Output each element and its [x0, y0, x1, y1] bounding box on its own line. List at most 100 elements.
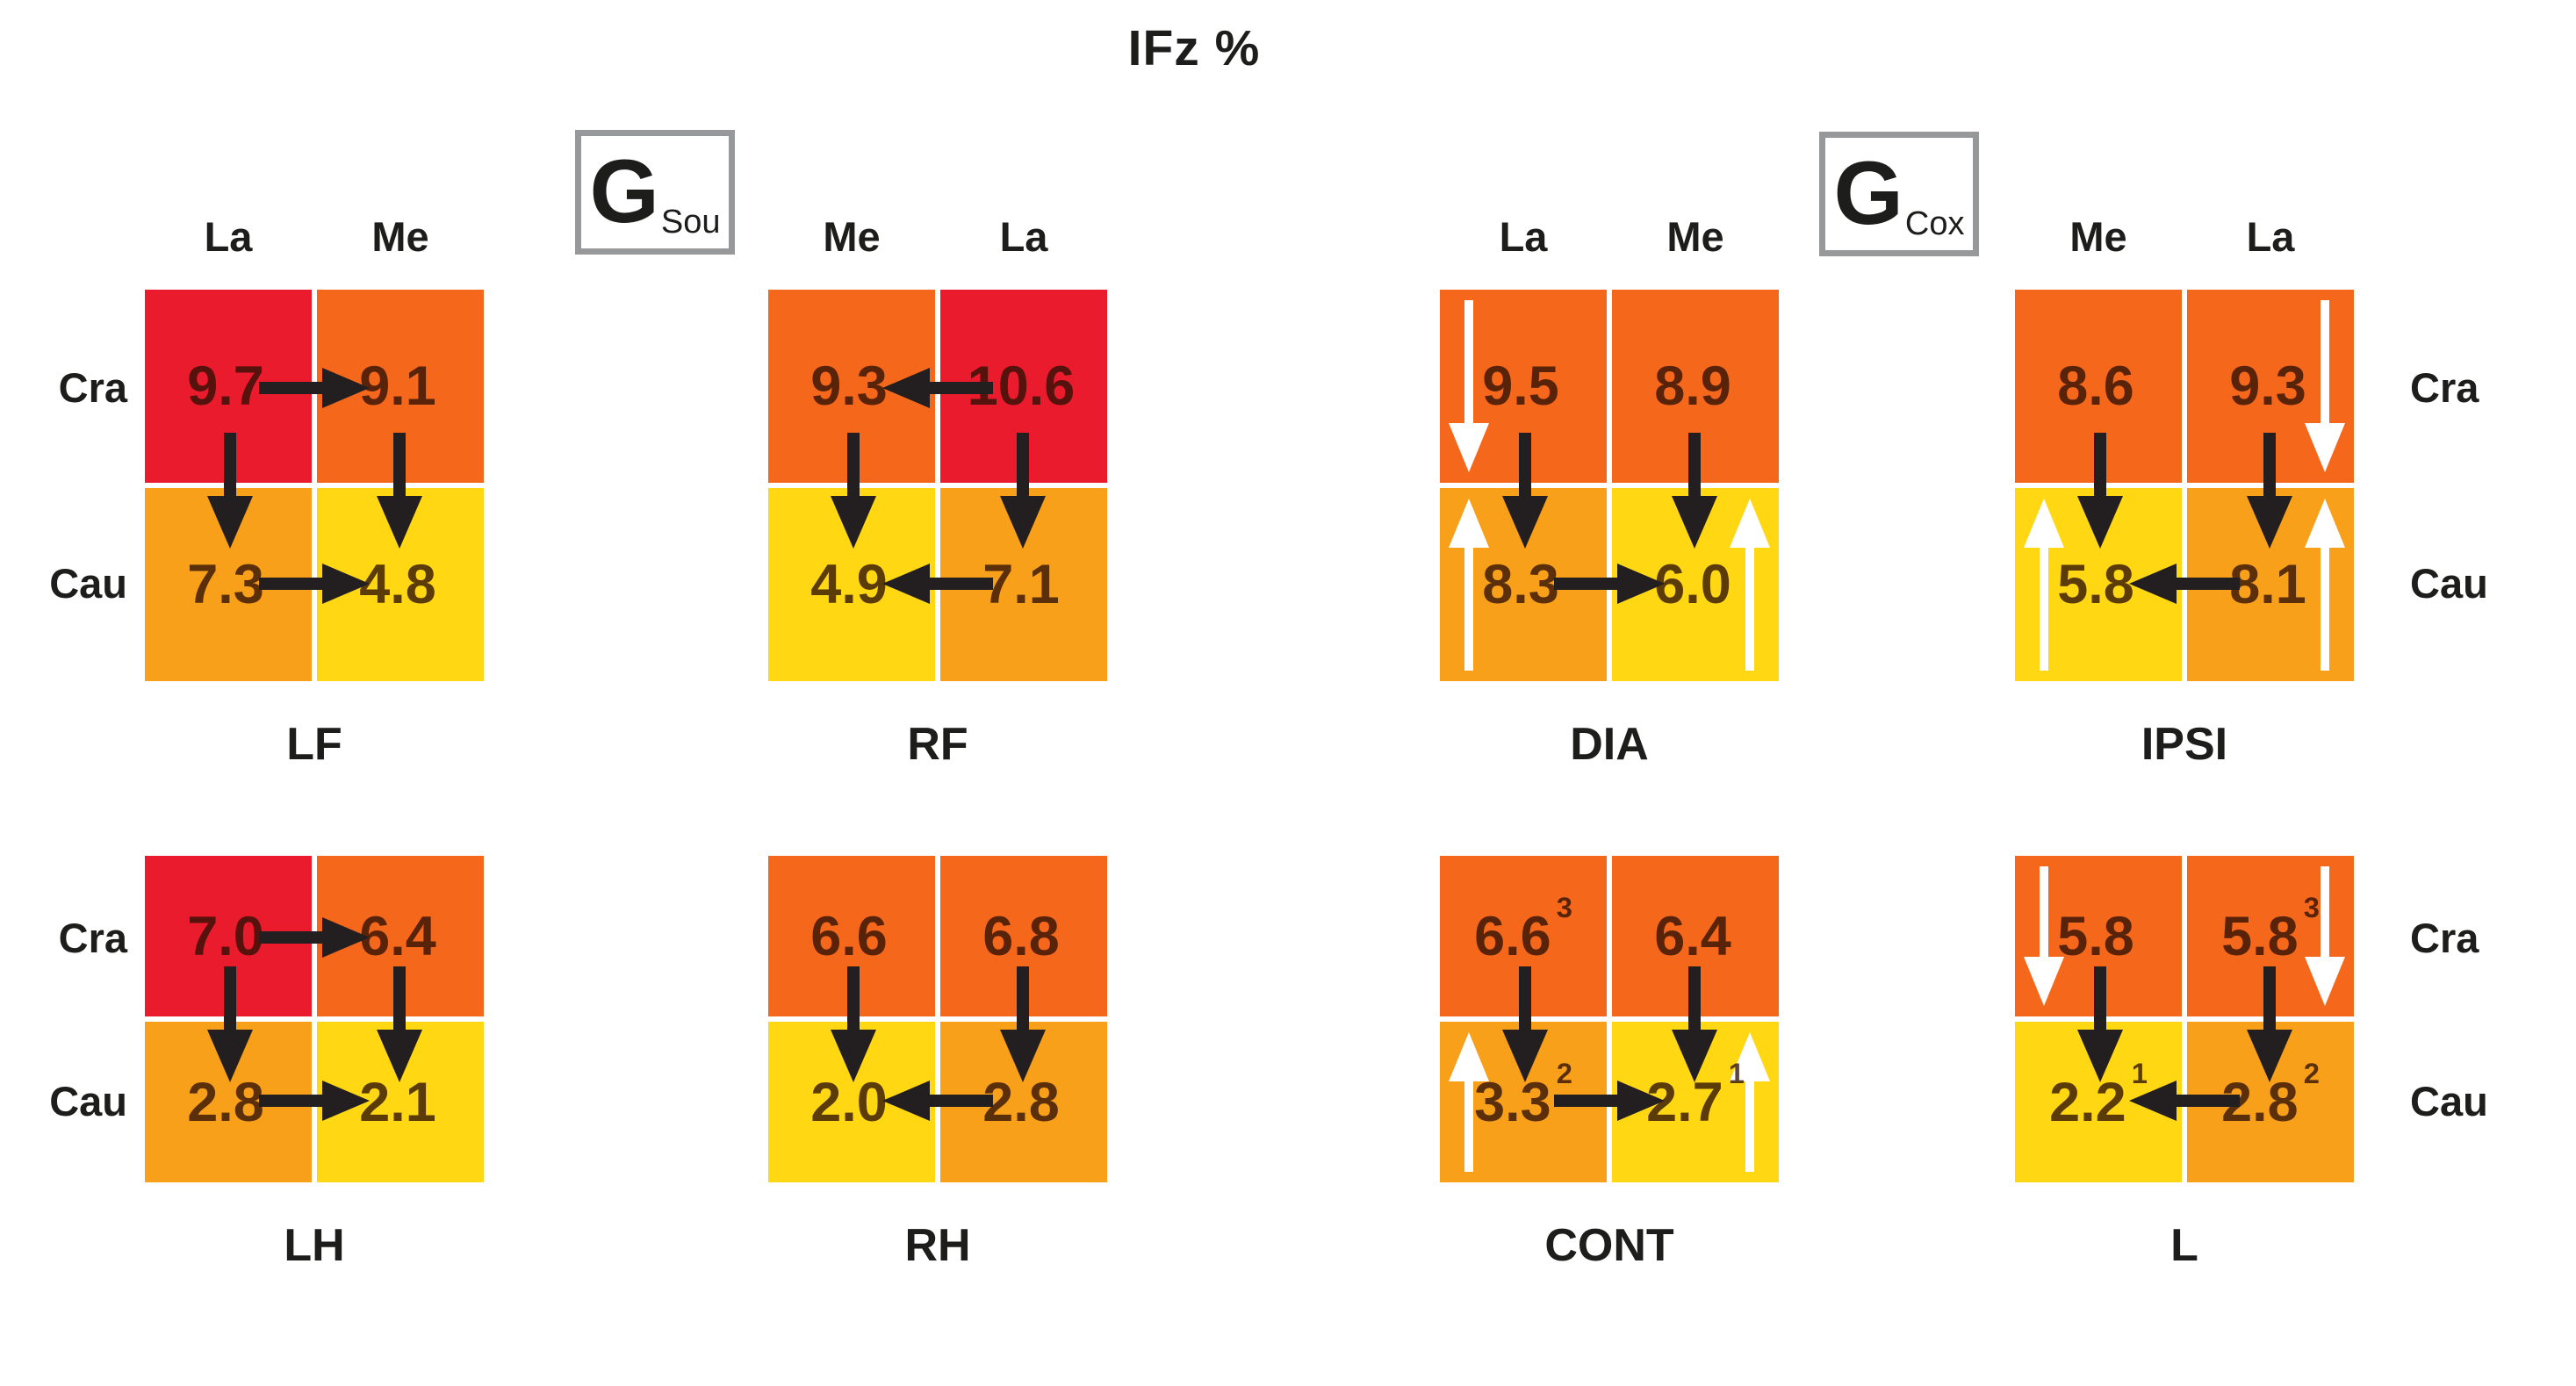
cell-superscript: 2	[1556, 1057, 1572, 1090]
column-headers: Me La	[2015, 212, 2354, 261]
cell-value: 5.8	[2057, 905, 2134, 967]
white-arrow-icon	[2024, 499, 2064, 671]
panel-lh: 7.0 6.4 2.8 2.1 LH	[145, 856, 484, 1271]
heatmap-grid: 6.6 6.8 2.0 2.8	[768, 856, 1107, 1182]
cell-superscript: 3	[2303, 891, 2320, 924]
row-labels-right-bottom: Cra Cau	[2410, 856, 2542, 1182]
black-horizontal-arrow-icon	[882, 563, 993, 604]
row-label-cau: Cau	[49, 1077, 127, 1124]
cell: 4.8	[317, 488, 484, 681]
group-symbol: G	[589, 141, 659, 242]
white-arrow-icon	[1449, 300, 1489, 472]
black-down-arrow-icon	[2076, 966, 2123, 1082]
cell-value: 7.0	[187, 905, 264, 967]
row-labels-left-bottom: Cra Cau	[18, 856, 127, 1182]
black-horizontal-arrow-icon	[259, 917, 370, 958]
panel-rh: 6.6 6.8 2.0 2.8 RH	[768, 856, 1107, 1271]
white-arrow-icon	[1730, 1032, 1770, 1172]
column-header: La	[2246, 213, 2295, 260]
cell-value: 9.3	[2229, 355, 2306, 417]
heatmap-grid: 8.6 9.3 5.8 8.1	[2015, 290, 2354, 681]
white-arrow-icon	[1730, 499, 1770, 671]
heatmap-grid: 9.5 8.9 8.3 6.0	[1440, 290, 1779, 681]
cell-value: 7.3	[187, 554, 264, 615]
column-header: Me	[1666, 213, 1724, 260]
panel-dia: La Me 9.5 8.9 8.3 6.0 D	[1440, 213, 1779, 770]
panel-caption: LH	[284, 1220, 345, 1271]
cell-value: 9.5	[1482, 355, 1559, 417]
cell-value: 6.0	[1654, 554, 1731, 615]
panel-caption: DIA	[1570, 719, 1649, 770]
group-symbol: G	[1833, 143, 1903, 244]
panel-caption: CONT	[1544, 1220, 1674, 1271]
column-header: La	[1499, 213, 1548, 260]
column-header: Me	[2069, 213, 2127, 260]
cell-value: 8.3	[1482, 554, 1559, 615]
row-label-cra: Cra	[58, 914, 127, 961]
group-subscript: Sou	[660, 204, 721, 241]
heatmap-grid: 9.7 9.1 7.3 4.8	[145, 290, 484, 681]
column-header: La	[999, 213, 1048, 260]
white-arrow-icon	[2305, 866, 2345, 1006]
column-header: Me	[823, 213, 881, 260]
black-horizontal-arrow-icon	[882, 1081, 993, 1121]
cell-superscript: 1	[1728, 1057, 1745, 1090]
black-down-arrow-icon	[206, 433, 253, 549]
cell-value: 6.8	[982, 905, 1060, 967]
panel-caption: RF	[907, 719, 968, 770]
cell-value: 4.8	[359, 554, 436, 615]
cell-value: 9.3	[810, 355, 888, 417]
panel-caption: L	[2170, 1220, 2198, 1271]
column-header: La	[204, 213, 253, 260]
black-down-arrow-icon	[830, 966, 876, 1082]
white-arrow-icon	[2024, 866, 2064, 1006]
figure-title: IFz %	[1127, 20, 1261, 76]
black-horizontal-arrow-icon	[2129, 563, 2240, 604]
cell-value: 6.6	[810, 905, 888, 967]
cell-value: 6.4	[359, 905, 436, 967]
black-horizontal-arrow-icon	[259, 1081, 370, 1121]
row-label-cra: Cra	[2410, 364, 2479, 411]
black-down-arrow-icon	[2246, 433, 2292, 549]
cell-value: 8.9	[1654, 355, 1731, 417]
cell-value: 4.9	[810, 554, 888, 615]
black-down-arrow-icon	[206, 966, 253, 1082]
black-down-arrow-icon	[376, 433, 422, 549]
row-labels-right-top: Cra Cau	[2410, 290, 2542, 681]
white-arrow-icon	[2305, 499, 2345, 671]
white-arrow-icon	[1449, 499, 1489, 671]
cell-value: 8.6	[2057, 355, 2134, 417]
cell-value: 7.1	[982, 554, 1060, 615]
black-horizontal-arrow-icon	[259, 367, 370, 408]
panel-caption: RH	[904, 1220, 971, 1271]
column-headers: La Me	[1440, 212, 1779, 261]
cell-value: 6.4	[1654, 905, 1731, 967]
black-horizontal-arrow-icon	[882, 367, 993, 408]
row-label-cra: Cra	[2410, 914, 2479, 961]
black-down-arrow-icon	[2076, 433, 2123, 549]
panel-caption: LF	[286, 719, 342, 770]
row-label-cra: Cra	[58, 364, 127, 411]
heatmap-grid: 9.3 10.6 4.9 7.1	[768, 290, 1107, 681]
black-horizontal-arrow-icon	[1554, 563, 1665, 604]
panel-rf: Me La 9.3 10.6 4.9 7.1	[768, 213, 1107, 770]
panel-lf: La Me 9.7 9.1 7.3 4.8 L	[145, 213, 484, 770]
row-label-cau: Cau	[49, 560, 127, 607]
column-header: Me	[371, 213, 429, 260]
black-down-arrow-icon	[376, 966, 422, 1082]
black-horizontal-arrow-icon	[259, 563, 370, 604]
black-down-arrow-icon	[2246, 966, 2292, 1082]
column-headers: La Me	[145, 212, 484, 261]
panel-ipsi: Me La 8.6 9.3 5.8 8.1 I	[2015, 213, 2354, 770]
black-down-arrow-icon	[999, 966, 1046, 1082]
